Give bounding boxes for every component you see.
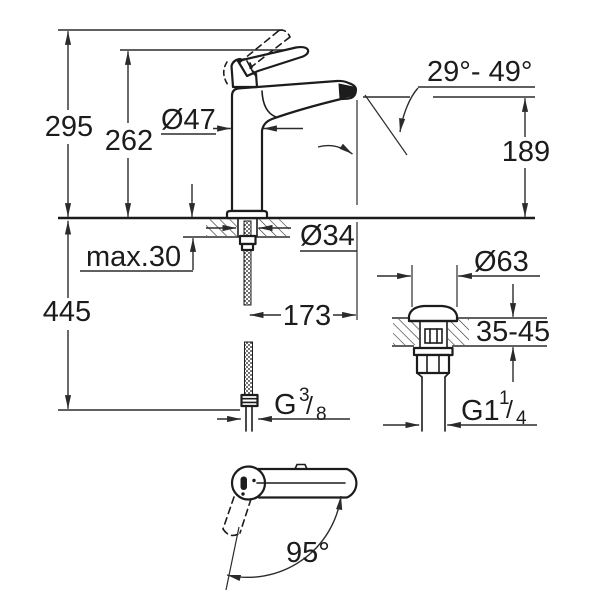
dimension-spout-reach: 173 [249, 300, 356, 332]
dimension-swivel-angle: 95° [226, 495, 343, 582]
dimension-total-height: 295 [45, 31, 93, 217]
angle-reference-diagonal [364, 94, 408, 156]
drain-cap [407, 304, 459, 323]
waste-thread-numerator: 1 [499, 388, 510, 409]
dimension-spout-angle: 29°- 49° [317, 56, 535, 156]
lever-top-notch [294, 463, 308, 470]
dimension-waste-thread: G1 1 / 4 [383, 388, 537, 429]
supply-thread-denominator: 8 [316, 404, 327, 425]
supply-thread-slash: / [306, 392, 313, 420]
base-plate [225, 209, 269, 220]
dimension-spout-outlet-height: 189 [502, 98, 550, 217]
handle-top-view [222, 463, 358, 591]
waste-thread-denominator: 4 [516, 408, 527, 429]
dimension-mounting-hole: Ø34 [206, 220, 357, 252]
spout-aerator [338, 83, 357, 100]
dimension-supply-thread: G 3 / 8 [217, 385, 350, 425]
basin-hatch-right [448, 319, 469, 345]
angle-arc-small [317, 143, 353, 155]
drain-nut [415, 353, 451, 375]
dimension-body-height: 262 [105, 51, 153, 217]
body-height-label: 262 [105, 125, 153, 157]
supply-thread-numerator: 3 [299, 385, 310, 406]
supply-length-label: 445 [43, 296, 91, 328]
mounting-hole-label: Ø34 [300, 220, 355, 252]
body-spout-transition-line [261, 90, 277, 118]
lever-swivel-position-dashed [222, 496, 252, 537]
reference-lines [58, 29, 535, 411]
side-view-faucet [206, 29, 358, 432]
swivel-centerline [225, 526, 240, 591]
waste-thread-slash: / [506, 396, 513, 424]
dimension-max-deck-thickness: max.30 [80, 184, 197, 273]
flex-hose [244, 341, 253, 397]
spout-outlet-height-label: 189 [502, 136, 550, 168]
lever-top-view [256, 467, 358, 499]
swivel-angle-label: 95° [286, 537, 330, 569]
overflow-window [424, 328, 443, 344]
waste-cap-diameter-label: Ø63 [474, 246, 529, 278]
dimension-basin-thickness: 35-45 [476, 284, 550, 382]
hose-nut [240, 393, 259, 408]
max-deck-thickness-label: max.30 [86, 241, 181, 273]
basin-thickness-label: 35-45 [476, 316, 550, 348]
spout-reach-label: 173 [283, 300, 331, 332]
waste-thread-base: G1 [461, 395, 500, 427]
swivel-arc [226, 495, 343, 582]
dimension-supply-length: 445 [43, 220, 91, 409]
drain-valve-view [392, 304, 547, 432]
supply-shank-and-hose [237, 217, 259, 432]
dimension-waste-cap-diameter: Ø63 [377, 246, 540, 307]
handle-raised-position-dashed [222, 29, 291, 86]
body-diameter-label: Ø47 [161, 104, 216, 136]
spout-angle-label: 29°- 49° [427, 56, 532, 88]
faucet-body [230, 79, 358, 213]
angle-arc-large [399, 87, 419, 133]
dimension-body-diameter: Ø47 [161, 104, 303, 136]
basin-hatch-left [393, 319, 419, 345]
supply-thread-base: G [274, 389, 297, 421]
total-height-label: 295 [45, 111, 93, 143]
